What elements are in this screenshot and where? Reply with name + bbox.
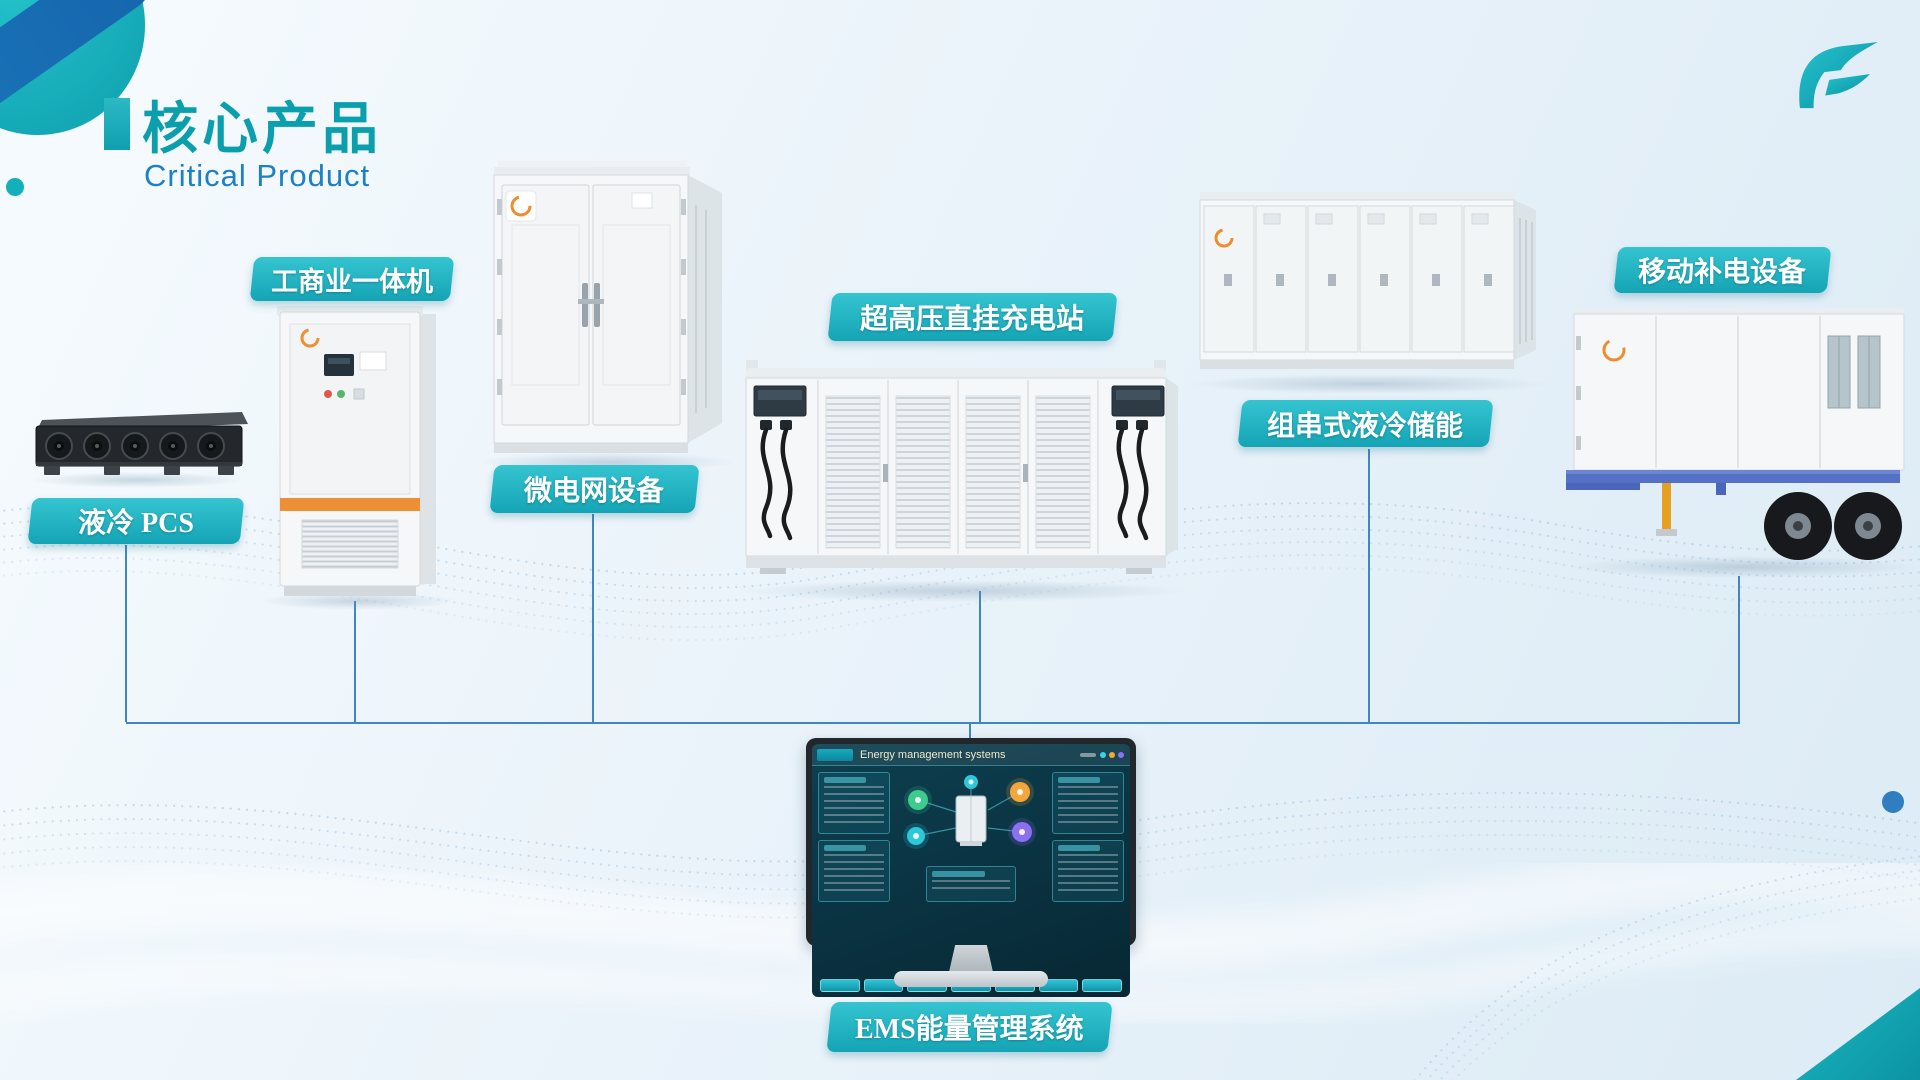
pcs-illustration: [35, 412, 248, 475]
panel-text-lines: [824, 786, 884, 826]
label-text: 液冷 PCS: [78, 508, 194, 539]
logo-badge: [1214, 228, 1234, 248]
cabinet-illustration: [277, 306, 436, 596]
title-bar-mark: [104, 98, 130, 150]
screen-title: Energy management systems: [860, 749, 1006, 761]
shadow-string: [1188, 374, 1548, 394]
connector-all-in-one: [354, 601, 356, 722]
status-dot-orange: [1109, 752, 1115, 758]
landing-leg: [1656, 483, 1677, 536]
device-string-storage-container: [1192, 182, 1547, 387]
status-dot-purple: [1118, 752, 1124, 758]
device-charging-station: [740, 358, 1180, 593]
label-text: EMS能量管理系统: [855, 1014, 1084, 1045]
panel-title-bar: [824, 777, 866, 783]
fan-icons: [45, 432, 225, 460]
connector-microgrid: [592, 514, 594, 722]
corner-decoration-dot: [6, 178, 24, 196]
shadow-pcs: [30, 472, 245, 488]
trailer-chassis: [1566, 470, 1900, 495]
connector-ems-monitor: [969, 722, 971, 740]
screen-button: [820, 979, 860, 992]
screen-panel-left-top: [818, 772, 890, 834]
label-pcs: 液冷 PCS: [27, 498, 245, 544]
louver-doors: [825, 395, 1091, 549]
status-dot-cyan: [1100, 752, 1106, 758]
dispenser-left: [753, 385, 807, 541]
charging-station-illustration: [745, 360, 1178, 574]
label-text: 工商业一体机: [271, 266, 433, 297]
side-windows: [1827, 335, 1881, 409]
charging-cables: [1116, 427, 1149, 541]
screen-panel-center-bottom: [926, 866, 1016, 902]
mobile-power-illustration: [1566, 308, 1905, 560]
logo-badge: [505, 190, 537, 222]
microgrid-illustration: [493, 161, 722, 453]
screen-header: Energy management systems: [812, 744, 1130, 766]
connector-mobile-power: [1738, 576, 1740, 722]
connector-pcs: [125, 545, 127, 722]
door-hinges: [497, 199, 686, 395]
monitor-stand-base: [894, 971, 1048, 987]
label-text: 微电网设备: [524, 476, 665, 507]
panel-text-lines: [1058, 786, 1118, 826]
screen-panel-right-bottom: [1052, 840, 1124, 902]
panel-title-bar: [932, 871, 985, 877]
screen-flow-diagram: [903, 775, 1036, 849]
screen-panel-right-top: [1052, 772, 1124, 834]
device-mobile-power-trailer: [1566, 300, 1920, 575]
string-storage-illustration: [1199, 192, 1536, 369]
screen-button: [1082, 979, 1123, 992]
logo-badge: [1602, 338, 1626, 362]
side-decoration-dot: [1882, 791, 1904, 813]
device-liquid-cooled-pcs: [28, 400, 253, 485]
ems-monitor: Energy management systems: [806, 738, 1136, 1003]
door-vents: [1263, 213, 1489, 225]
shadow-all-in-one: [258, 592, 458, 610]
shadow-charging: [736, 580, 1186, 602]
page-title: 核心产品: [142, 97, 382, 160]
door-handles: [1224, 274, 1492, 286]
flow-node-icons: [907, 775, 1032, 845]
panel-text-lines: [824, 854, 884, 894]
monitor-stand-neck: [949, 945, 993, 972]
connector-string-storage: [1368, 449, 1370, 722]
wheels: [1764, 492, 1902, 560]
charging-cables: [760, 427, 793, 541]
label-mobile-power: 移动补电设备: [1613, 247, 1832, 293]
label-text: 移动补电设备: [1638, 257, 1807, 288]
device-microgrid-container: [482, 155, 732, 465]
label-ems: EMS能量管理系统: [826, 1002, 1113, 1052]
screen-logo-chip: [817, 749, 853, 761]
label-microgrid: 微电网设备: [489, 465, 700, 513]
label-all-in-one: 工商业一体机: [249, 257, 455, 301]
mounting-feet: [44, 466, 234, 475]
brand-logo-icon: [1799, 41, 1878, 109]
label-string-storage: 组串式液冷储能: [1237, 400, 1494, 447]
screen-panel-left-bottom: [818, 840, 890, 902]
device-all-in-one-cabinet: [262, 298, 452, 603]
panel-title-bar: [1058, 777, 1100, 783]
connector-charging-station: [979, 591, 981, 722]
door-handles: [578, 283, 604, 327]
door-hinges: [1576, 336, 1581, 450]
door-panels: [501, 184, 681, 426]
label-text: 超高压直挂充电站: [860, 304, 1085, 335]
dispenser-right: [1111, 385, 1165, 541]
monitor-screen: Energy management systems: [812, 744, 1130, 997]
panel-title-bar: [1058, 845, 1100, 851]
screen-header-bar: [1080, 753, 1096, 757]
page-subtitle: Critical Product: [144, 158, 371, 193]
panel-title-bar: [824, 845, 866, 851]
label-charging-station: 超高压直挂充电站: [827, 293, 1118, 341]
shadow-trailer: [1562, 556, 1920, 578]
connector-bus: [126, 722, 1740, 724]
panel-text-lines: [932, 880, 1010, 894]
label-text: 组串式液冷储能: [1267, 410, 1464, 442]
panel-text-lines: [1058, 854, 1118, 894]
